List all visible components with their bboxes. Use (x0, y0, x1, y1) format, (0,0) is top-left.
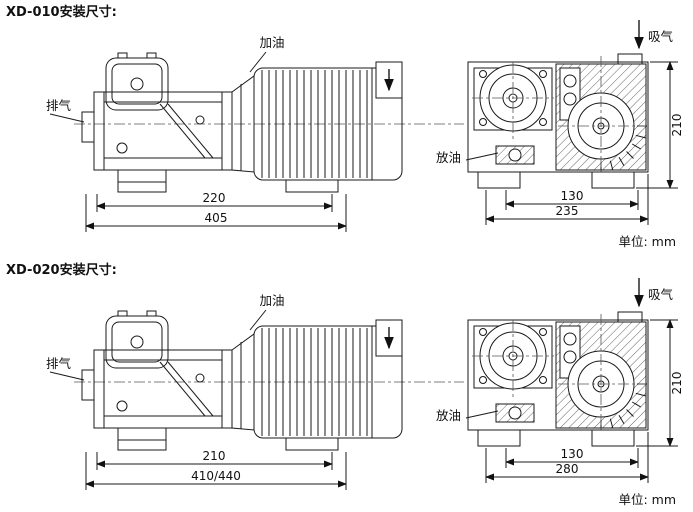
dim-end-overall: 280 (556, 462, 579, 476)
exhaust-label: 排气 (46, 98, 72, 113)
add-oil-label: 加油 (259, 35, 284, 50)
units-note: 单位: mm (618, 492, 676, 507)
suction-label: 吸气 (648, 287, 674, 302)
section-title: XD-010安装尺寸: (6, 4, 117, 20)
exhaust-label: 排气 (46, 356, 72, 371)
dim-end-height: 210 (670, 114, 684, 137)
dim-end-overall: 235 (556, 204, 579, 218)
dim-side-overall: 410/440 (191, 469, 241, 483)
pump-side-view (50, 52, 464, 192)
pump-end-view (466, 20, 648, 188)
dim-side-feet-span: 210 (203, 449, 226, 463)
units-note: 单位: mm (618, 234, 676, 249)
suction-label: 吸气 (648, 29, 674, 44)
section-xd010: XD-010安装尺寸: 加油 排气 吸气 放油 220 405 130 235 … (6, 4, 684, 249)
pump-side-view (50, 310, 464, 450)
dim-side-overall: 405 (205, 211, 228, 225)
dim-end-feet-span: 130 (561, 447, 584, 461)
dim-end-height: 210 (670, 372, 684, 395)
dim-end-feet-span: 130 (561, 189, 584, 203)
add-oil-label: 加油 (259, 293, 284, 308)
dim-side-feet-span: 220 (203, 191, 226, 205)
section-title: XD-020安装尺寸: (6, 262, 117, 278)
section-xd020: XD-020安装尺寸: 加油 排气 吸气 放油 210 410/440 130 … (6, 262, 684, 507)
pump-end-view (466, 278, 648, 446)
drain-oil-label: 放油 (436, 408, 461, 423)
drain-oil-label: 放油 (436, 150, 461, 165)
